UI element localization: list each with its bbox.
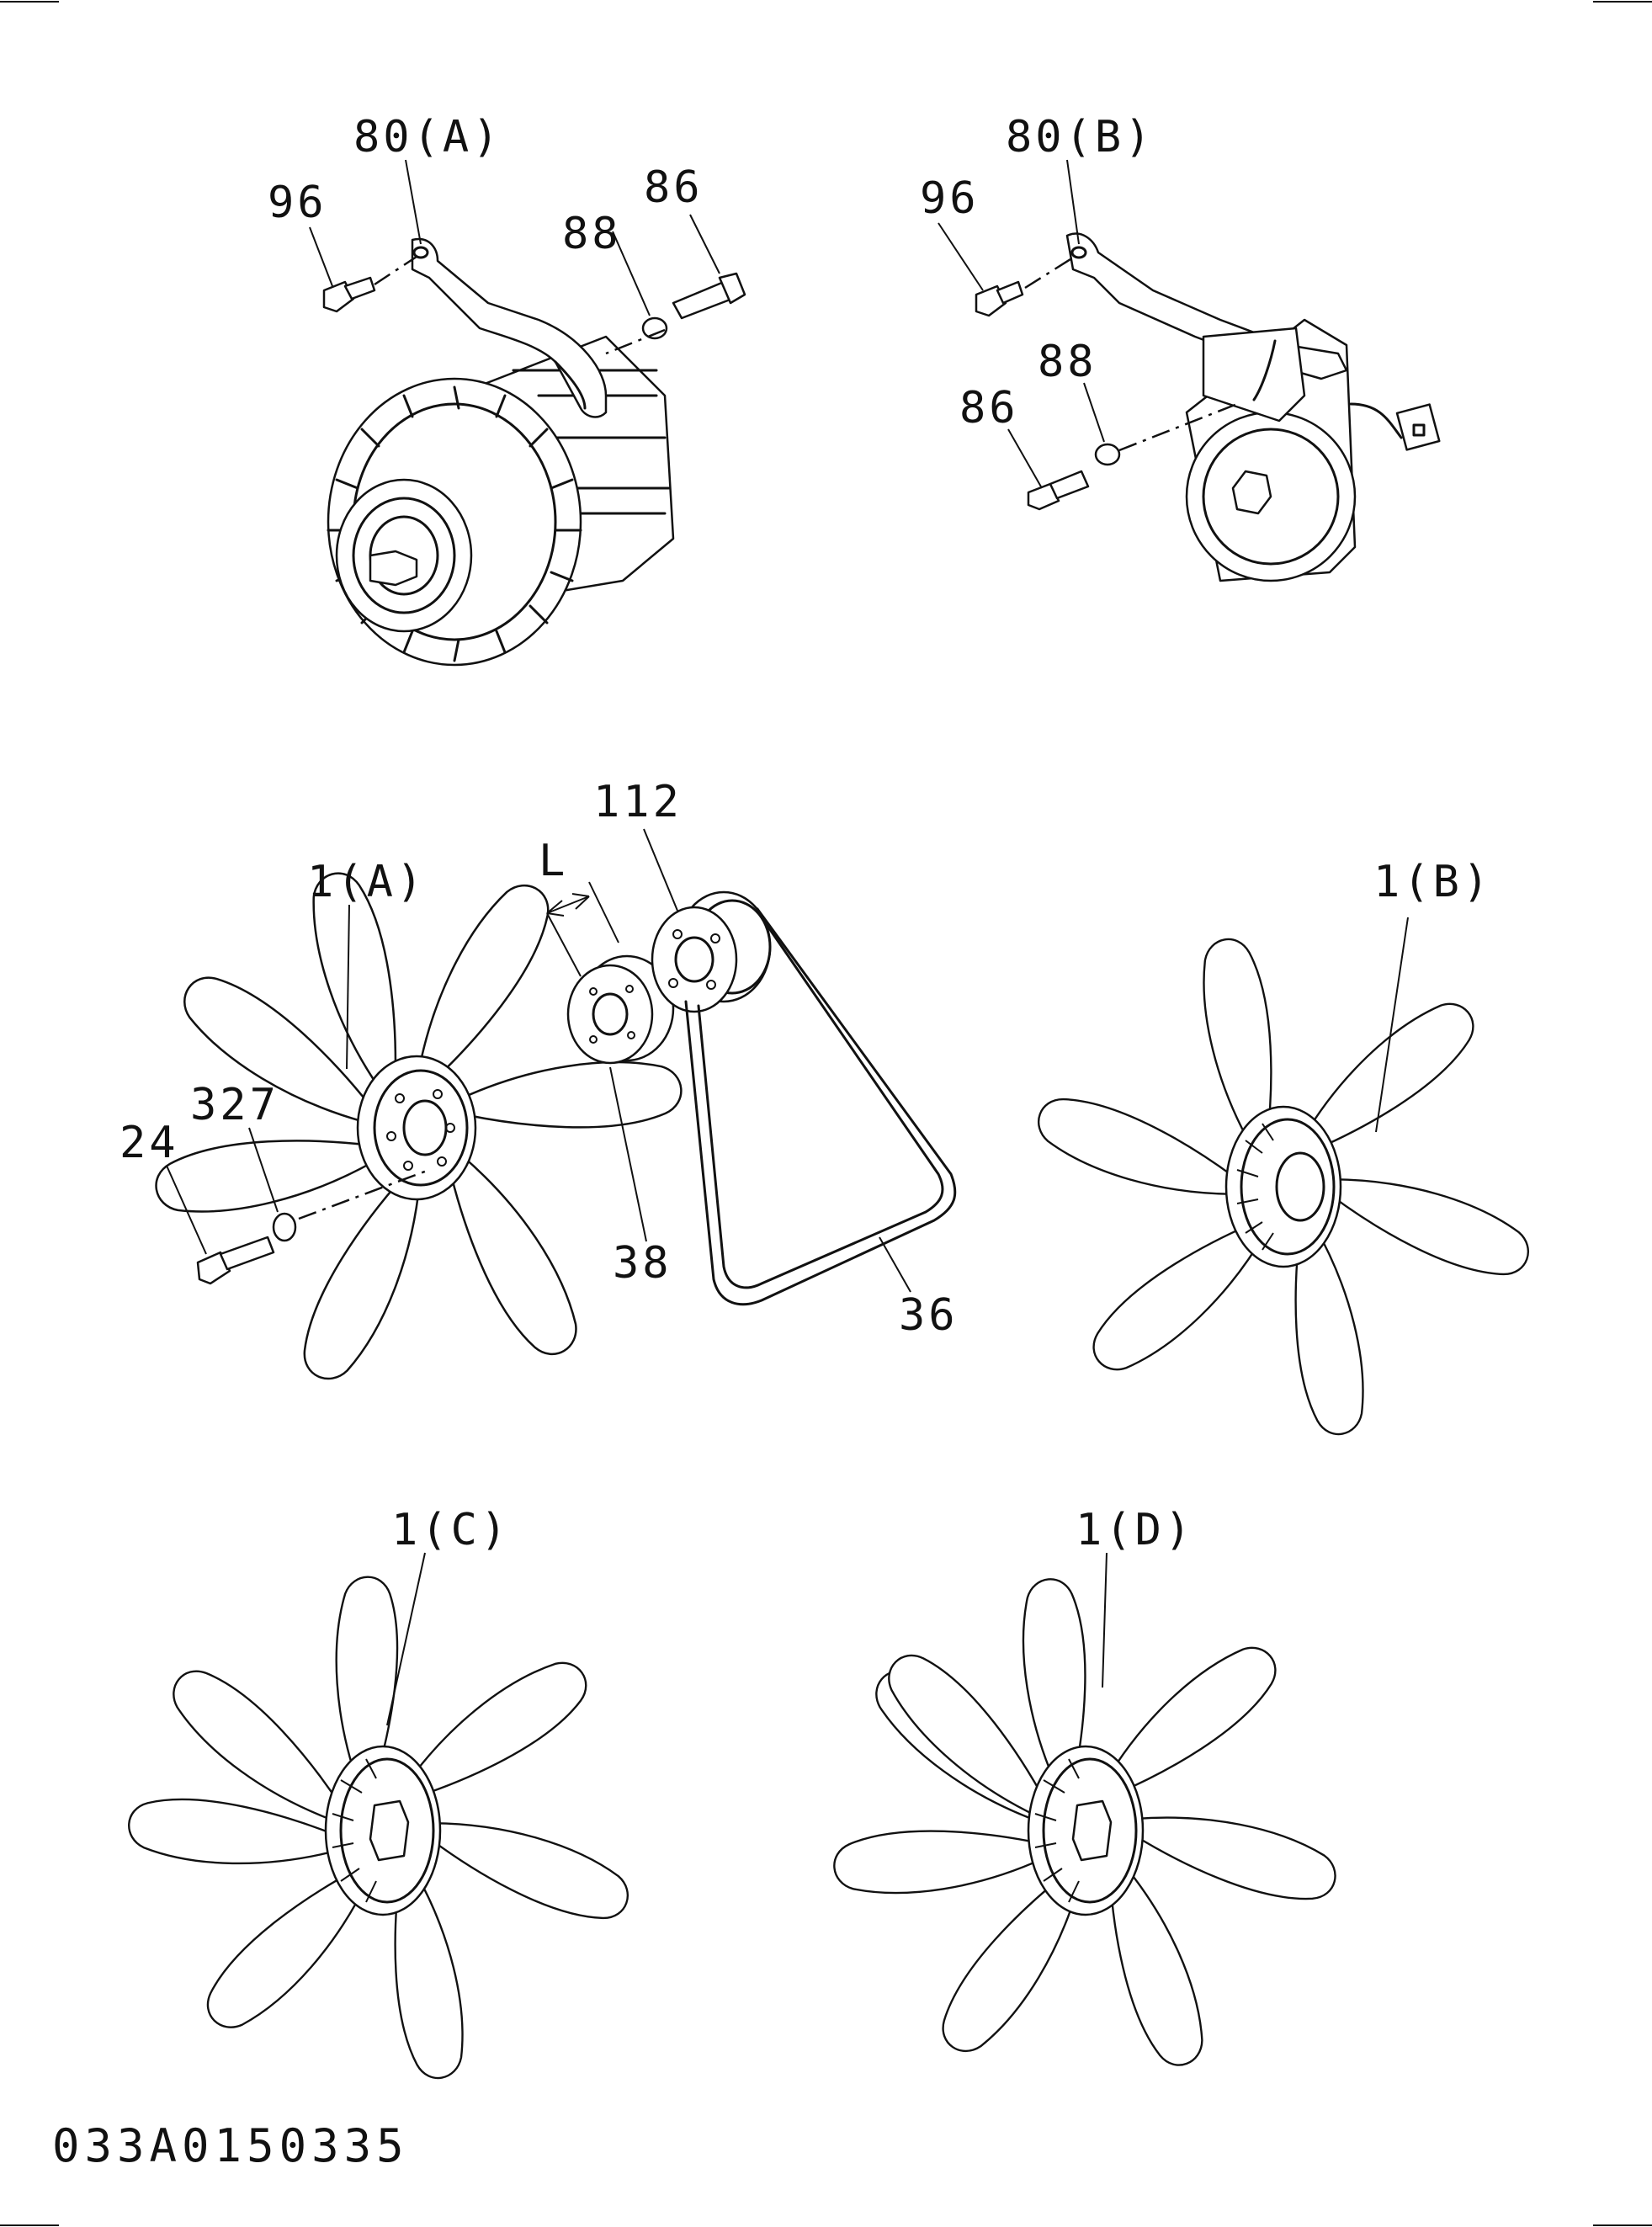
- label-80a: 80(A): [353, 112, 502, 162]
- label-1b: 1(B): [1373, 857, 1492, 907]
- dimension-l: [546, 881, 619, 977]
- center-lines-b: [1024, 258, 1238, 452]
- bracket-80a: [411, 237, 608, 418]
- leader-lines: [166, 159, 1409, 1726]
- label-24: 24: [120, 1118, 179, 1168]
- bracket-80b: [1065, 232, 1348, 423]
- label-1a: 1(A): [307, 857, 426, 907]
- center-lines-a: [374, 255, 666, 355]
- fan-center-line: [298, 1168, 430, 1220]
- label-88-a: 88: [562, 209, 622, 259]
- label-96-b: 96: [920, 173, 980, 224]
- label-86-a: 86: [644, 162, 704, 213]
- washer-327: [272, 1212, 297, 1242]
- fan-1c: [125, 1572, 637, 2086]
- fan-1a: [147, 864, 688, 1392]
- drawing-code: 033A0150335: [52, 2119, 409, 2172]
- label-80b: 80(B): [1006, 112, 1155, 162]
- washer-88-b: [1094, 443, 1121, 466]
- alternator-a: [327, 335, 675, 667]
- label-1c: 1(C): [391, 1505, 510, 1555]
- label-112: 112: [593, 777, 683, 827]
- label-36: 36: [899, 1290, 959, 1341]
- label-38: 38: [613, 1238, 672, 1289]
- label-l: L: [539, 836, 568, 886]
- label-327: 327: [190, 1080, 279, 1130]
- bolt-96-a: [322, 276, 376, 313]
- bolt-86-a: [672, 272, 746, 320]
- fan-1b: [1029, 931, 1538, 1443]
- bolt-86-b: [1027, 470, 1090, 511]
- bolt-24: [196, 1236, 275, 1285]
- pulley-112: [651, 890, 772, 1013]
- washer-88-a: [641, 316, 668, 340]
- label-88-b: 88: [1038, 337, 1097, 387]
- spacer-38: [566, 954, 675, 1065]
- label-96-a: 96: [268, 178, 327, 228]
- bolt-96-b: [975, 280, 1024, 317]
- label-86-b: 86: [959, 383, 1019, 433]
- v-belt-36: [684, 907, 957, 1306]
- fan-1d: [827, 1572, 1341, 2076]
- label-1d: 1(D): [1076, 1505, 1194, 1555]
